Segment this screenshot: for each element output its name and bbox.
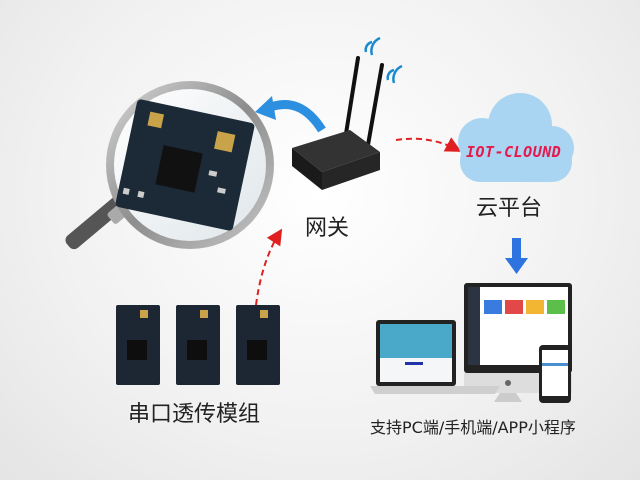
modules-label: 串口透传模组 — [128, 402, 261, 427]
down-arrow — [505, 238, 528, 274]
wifi-signal-icon — [364, 36, 403, 84]
cloud-text: IOT-CLOUND — [466, 143, 562, 161]
blue-curved-arrow — [266, 100, 326, 133]
serial-module — [116, 305, 160, 385]
clients-label: 支持PC端/手机端/APP小程序 — [370, 418, 576, 437]
serial-modules — [116, 305, 280, 385]
cloud-icon — [458, 93, 574, 182]
modules-to-gateway-arrow — [255, 228, 283, 306]
gateway-label: 网关 — [305, 216, 350, 241]
laptop — [370, 320, 500, 394]
module-closeup — [115, 99, 255, 231]
serial-module — [176, 305, 220, 385]
smartphone — [539, 345, 571, 403]
gateway-to-cloud-arrow — [395, 137, 462, 152]
serial-module — [236, 305, 280, 385]
gateway-device — [292, 56, 384, 190]
magnifier-icon — [65, 81, 274, 250]
cloud-platform-label: 云平台 — [476, 196, 543, 221]
